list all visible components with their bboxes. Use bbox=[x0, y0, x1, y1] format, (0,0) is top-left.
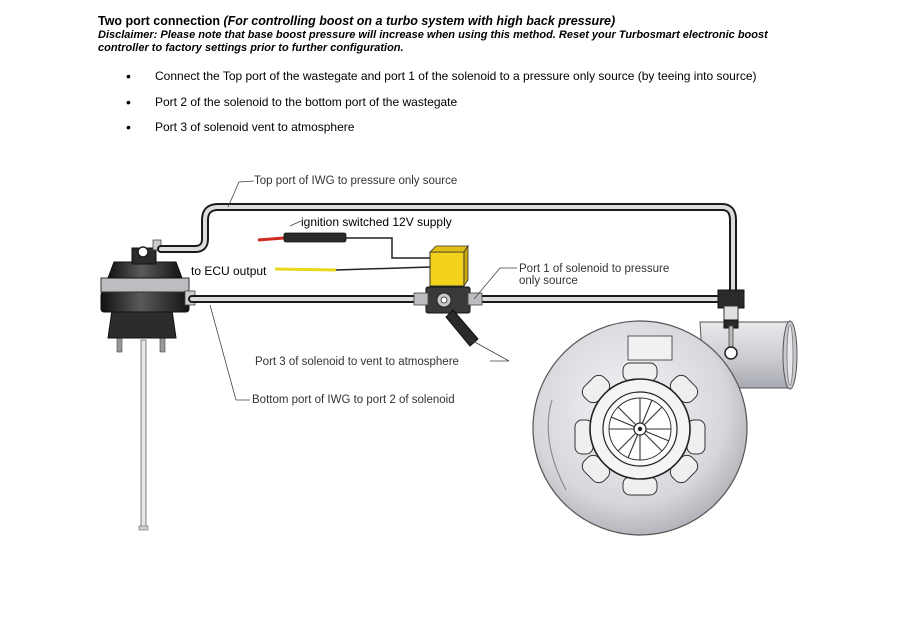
electrical-wiring bbox=[257, 232, 431, 272]
instruction-text: Port 2 of the solenoid to the bottom por… bbox=[155, 94, 458, 109]
label-port1-line1: Port 1 of solenoid to pressure bbox=[519, 263, 669, 275]
bullet-dot-icon: • bbox=[126, 119, 131, 135]
solenoid-coil bbox=[429, 251, 465, 287]
leader-lines bbox=[209, 180, 517, 401]
section-title: Two port connection (For controlling boo… bbox=[98, 14, 818, 29]
disclaimer-text: Disclaimer: Please note that base boost … bbox=[98, 29, 768, 54]
instruction-text: Port 3 of solenoid vent to atmosphere bbox=[155, 120, 355, 134]
tee-fitting bbox=[717, 289, 745, 360]
bullet-dot-icon: • bbox=[126, 93, 131, 110]
instruction-item: • Port 3 of solenoid vent to atmosphere bbox=[124, 119, 756, 145]
label-port1-line2: only source bbox=[519, 275, 578, 287]
label-top-port: Top port of IWG to pressure only source bbox=[254, 175, 457, 187]
label-ecu-output: to ECU output bbox=[191, 264, 267, 278]
bullet-dot-icon: • bbox=[126, 68, 131, 84]
label-port3-vent: Port 3 of solenoid to vent to atmosphere bbox=[255, 356, 459, 368]
instruction-item: • Port 2 of the solenoid to the bottom po… bbox=[124, 94, 756, 120]
turbo-mount-block bbox=[627, 335, 673, 361]
wastegate-actuator bbox=[100, 239, 196, 531]
ignition-wire-red bbox=[257, 236, 285, 242]
actuator-rod bbox=[140, 339, 147, 529]
instructions-header: Two port connection (For controlling boo… bbox=[98, 14, 818, 54]
solenoid-vent-port bbox=[445, 309, 479, 347]
turbocharger bbox=[532, 320, 798, 536]
instruction-item: • Connect the Top port of the wastegate a… bbox=[124, 68, 756, 94]
label-bottom-port: Bottom port of IWG to port 2 of solenoid bbox=[252, 394, 455, 406]
actuator-top-fitting bbox=[137, 246, 149, 258]
title-main: Two port connection bbox=[98, 14, 220, 28]
instruction-list: • Connect the Top port of the wastegate a… bbox=[124, 68, 756, 145]
label-ignition-supply: ignition switched 12V supply bbox=[301, 215, 452, 229]
ignition-connector bbox=[283, 232, 347, 243]
instruction-text: Connect the Top port of the wastegate an… bbox=[155, 69, 757, 83]
compressor-inlet bbox=[574, 362, 706, 496]
ecu-wire-yellow bbox=[274, 267, 337, 272]
diagram-labels: Top port of IWG to pressure only source … bbox=[191, 175, 669, 406]
boost-solenoid bbox=[413, 244, 483, 347]
title-subtitle: (For controlling boost on a turbo system… bbox=[223, 14, 616, 28]
